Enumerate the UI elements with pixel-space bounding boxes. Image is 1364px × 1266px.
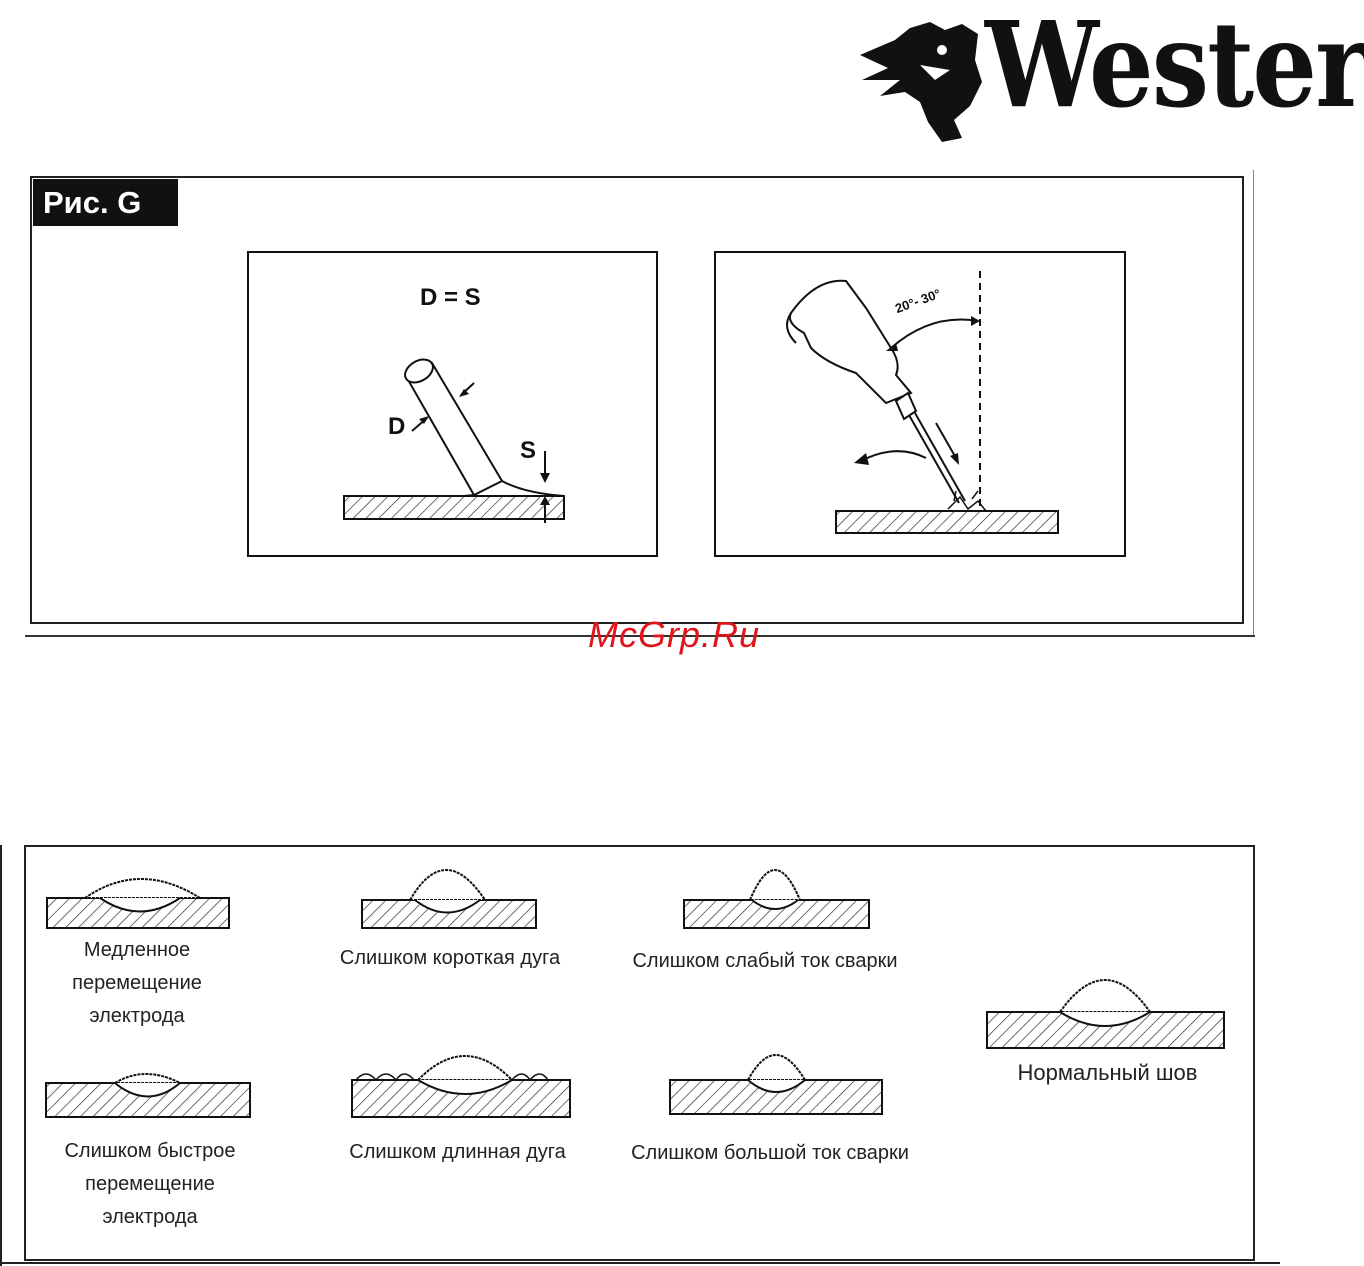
caption-long-arc: Слишком длинная дуга [330, 1136, 585, 1169]
watermark: McGrp.Ru [588, 614, 760, 656]
caption-line: Слишком быстрое [40, 1135, 260, 1168]
caption-normal: Нормальный шов [995, 1056, 1220, 1089]
caption-line: электрода [37, 1000, 237, 1033]
caption-high-current: Слишком большой ток сварки [610, 1137, 930, 1170]
caption-line: Медленное [37, 934, 237, 967]
brand-logo: Wester [985, 6, 1364, 124]
diameter-label: D [388, 413, 405, 441]
caption-line: перемещение [37, 967, 237, 1000]
caption-low-current: Слишком слабый ток сварки [610, 945, 920, 978]
caption-short-arc: Слишком короткая дуга [320, 942, 580, 975]
equation-label: D = S [420, 284, 481, 312]
caption-fast-move: Слишком быстрое перемещение электрода [40, 1135, 260, 1234]
frame-edge [1253, 170, 1254, 636]
page-bottom-edge [0, 1262, 1280, 1264]
caption-line: электрода [40, 1201, 260, 1234]
gap-label: S [520, 437, 536, 465]
caption-slow-move: Медленное перемещение электрода [37, 934, 237, 1033]
caption-line: перемещение [40, 1168, 260, 1201]
figure-label: Рис. G [33, 179, 178, 226]
